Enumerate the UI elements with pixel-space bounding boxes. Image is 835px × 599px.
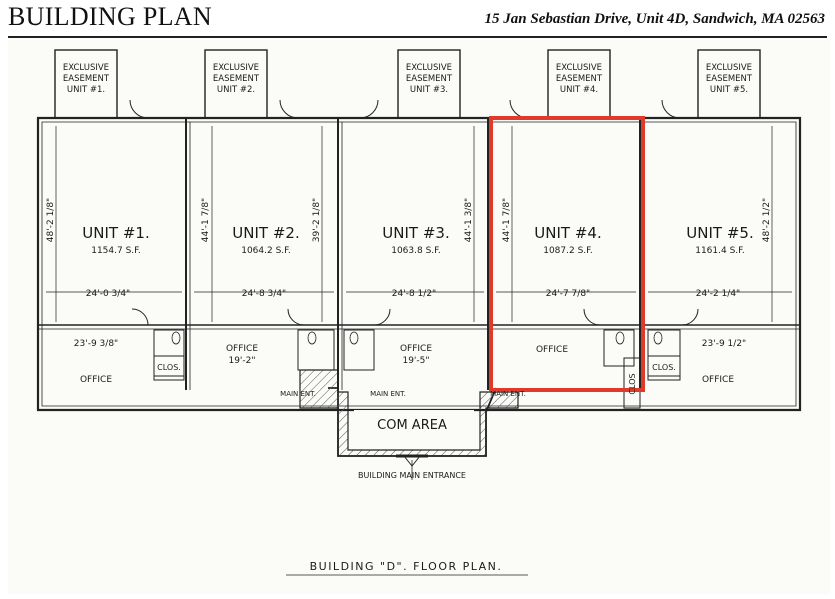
closet-1-label: CLOS. xyxy=(157,363,181,372)
easement-4-line1: EXCLUSIVE xyxy=(556,63,602,73)
floor-plan-drawing: EXCLUSIVE EASEMENT UNIT #1. EXCLUSIVE EA… xyxy=(8,40,830,594)
unit-1-width: 24'-0 3/4" xyxy=(86,289,130,299)
unit-2-area: 1064.2 S.F. xyxy=(241,246,291,256)
office-3-label: OFFICE xyxy=(400,344,432,354)
easement-box-3 xyxy=(397,49,461,119)
easement-5-line1: EXCLUSIVE xyxy=(706,63,752,73)
building-entrance-label: BUILDING MAIN ENTRANCE xyxy=(358,471,466,480)
unit-5-width: 24'-2 1/4" xyxy=(696,289,740,299)
unit-4-depth: 44'-1 7/8" xyxy=(502,198,512,242)
unit-2-side-dim: 39'-2 1/8" xyxy=(312,198,322,242)
unit-1-area: 1154.7 S.F. xyxy=(91,246,141,256)
unit-3-name: UNIT #3. xyxy=(382,224,449,242)
easement-box-4 xyxy=(547,49,611,119)
main-entry-3: MAIN ENT. xyxy=(490,390,526,398)
building-outline xyxy=(36,116,802,412)
unit-2-width: 24'-8 3/4" xyxy=(242,289,286,299)
easement-2-line3: UNIT #2. xyxy=(217,85,255,95)
main-entry-1: MAIN ENT. xyxy=(280,390,316,398)
unit-1-name: UNIT #1. xyxy=(82,224,149,242)
unit-5-name: UNIT #5. xyxy=(686,224,753,242)
easement-3-line1: EXCLUSIVE xyxy=(406,63,452,73)
unit-4-width: 24'-7 7/8" xyxy=(546,289,590,299)
unit-3-width: 24'-8 1/2" xyxy=(392,289,436,299)
easement-5-line2: EASEMENT xyxy=(706,74,753,84)
office-5-label: OFFICE xyxy=(702,375,734,385)
easement-box-2 xyxy=(204,49,268,119)
easement-3-line3: UNIT #3. xyxy=(410,85,448,95)
unit-4-name: UNIT #4. xyxy=(534,224,601,242)
unit-2-depth: 44'-1 7/8" xyxy=(201,198,211,242)
easement-1-line2: EASEMENT xyxy=(63,74,110,84)
easement-2-line1: EXCLUSIVE xyxy=(213,63,259,73)
unit-3-area: 1063.8 S.F. xyxy=(391,246,441,256)
office-4-label: OFFICE xyxy=(536,345,568,355)
closet-4-label: CLOS xyxy=(628,373,637,394)
easement-4-line2: EASEMENT xyxy=(556,74,603,84)
office-3-dim: 19'-5" xyxy=(402,356,429,366)
unit-3-side-dim: 44'-1 3/8" xyxy=(464,198,474,242)
easement-2-line2: EASEMENT xyxy=(213,74,260,84)
unit-5-area: 1161.4 S.F. xyxy=(695,246,745,256)
easement-4-line3: UNIT #4. xyxy=(560,85,598,95)
unit-1-depth: 48'-2 1/8" xyxy=(46,198,56,242)
page-title: BUILDING PLAN xyxy=(8,2,212,31)
easement-3-line2: EASEMENT xyxy=(406,74,453,84)
unit-4-area: 1087.2 S.F. xyxy=(543,246,593,256)
easement-box-1 xyxy=(54,49,118,119)
easement-1-line3: UNIT #1. xyxy=(67,85,105,95)
easement-box-5 xyxy=(697,49,761,119)
closet-5-label: CLOS. xyxy=(652,363,676,372)
property-address: 15 Jan Sebastian Drive, Unit 4D, Sandwic… xyxy=(484,11,825,27)
unit-5-depth: 48'-2 1/2" xyxy=(762,198,772,242)
office-1-label: OFFICE xyxy=(80,375,112,385)
office-2-dim: 19'-2" xyxy=(228,356,255,366)
office-1-dim: 23'-9 3/8" xyxy=(74,339,118,349)
office-5-dim: 23'-9 1/2" xyxy=(702,339,746,349)
floor-plan-svg: EXCLUSIVE EASEMENT UNIT #1. EXCLUSIVE EA… xyxy=(36,49,802,576)
easement-5-line3: UNIT #5. xyxy=(710,85,748,95)
header-divider xyxy=(8,36,827,38)
unit-4-highlight xyxy=(489,116,645,392)
unit-2-name: UNIT #2. xyxy=(232,224,299,242)
common-area-label: COM AREA xyxy=(377,418,447,433)
easement-1-line1: EXCLUSIVE xyxy=(63,63,109,73)
plan-title: BUILDING "D". FLOOR PLAN. xyxy=(310,560,503,573)
office-2-label: OFFICE xyxy=(226,344,258,354)
main-entry-2: MAIN ENT. xyxy=(370,390,406,398)
